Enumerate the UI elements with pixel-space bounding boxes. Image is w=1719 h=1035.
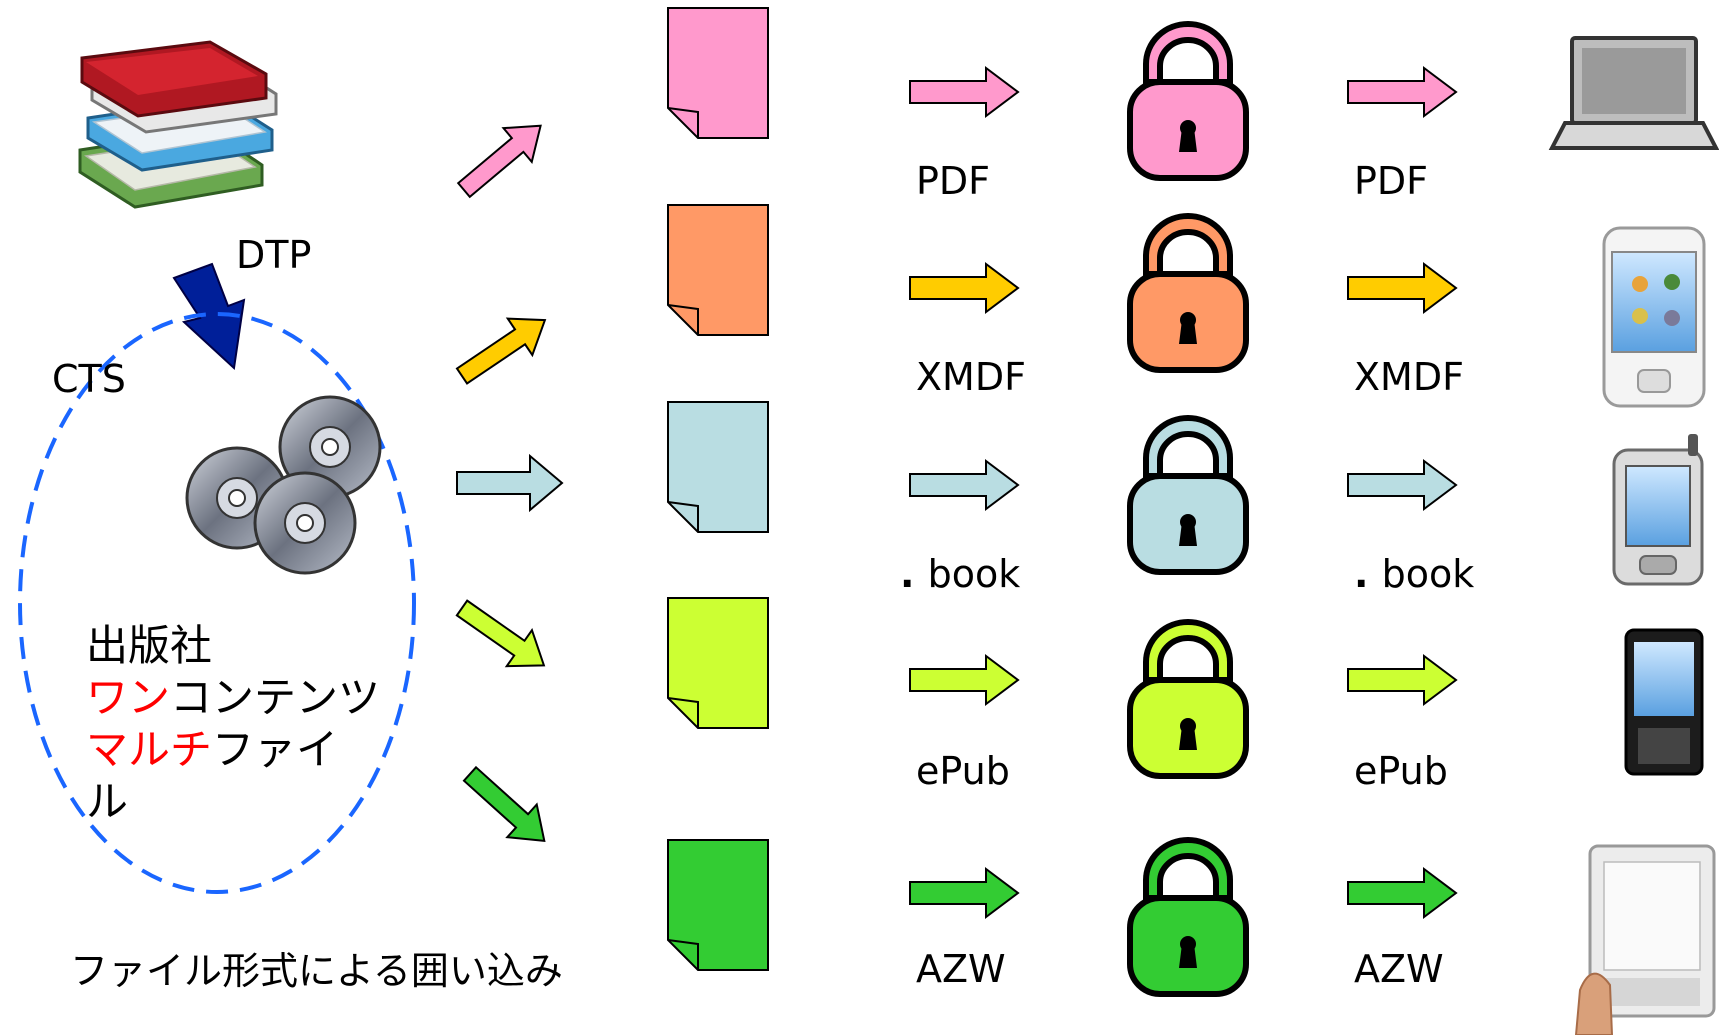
feature-phone-icon xyxy=(1624,628,1704,776)
format-label-right: ePub xyxy=(1354,752,1448,790)
format-name: book xyxy=(927,552,1021,596)
format-label-middle: . book xyxy=(900,555,1020,593)
format-rows xyxy=(667,7,1458,997)
one-content-emphasis: ワン xyxy=(86,673,171,722)
multi-file-emphasis: マルチ xyxy=(86,725,213,774)
format-name: ePub xyxy=(916,749,1010,793)
delivery-arrow xyxy=(1347,459,1458,511)
document-fold xyxy=(667,697,699,728)
format-row xyxy=(667,7,1458,181)
dtp-label: DTP xyxy=(236,233,312,277)
fanout-arrow-azw xyxy=(462,765,546,843)
conversion-arrow xyxy=(909,262,1020,314)
delivery-arrow xyxy=(1347,66,1458,118)
format-label-right: . book xyxy=(1354,555,1474,593)
book-stack-icon xyxy=(78,40,278,209)
disc-stack-icon xyxy=(185,395,382,575)
format-label-right: XMDF xyxy=(1354,358,1464,396)
format-name: AZW xyxy=(1354,947,1444,991)
conversion-arrow xyxy=(909,867,1020,919)
pda-icon xyxy=(1612,434,1704,586)
one-content-label: ワンコンテンツ xyxy=(86,672,380,723)
document-icon xyxy=(667,204,769,336)
format-name: AZW xyxy=(916,947,1006,991)
multi-file-label: マルチファイ xyxy=(86,724,338,775)
one-content-rest: コンテンツ xyxy=(170,673,381,722)
format-label-middle: ePub xyxy=(916,752,1010,790)
format-name: PDF xyxy=(1354,159,1429,203)
format-label-right: PDF xyxy=(1354,162,1428,200)
format-prefix: . xyxy=(900,552,928,596)
publisher-label: 出版社 xyxy=(86,621,213,670)
fanout-arrow-xmdf xyxy=(455,317,547,385)
fanout-arrow-book xyxy=(456,453,564,513)
format-label-middle: PDF xyxy=(916,162,990,200)
dtp-arrow xyxy=(172,262,246,371)
format-row xyxy=(667,204,1458,373)
conversion-arrow xyxy=(909,654,1020,706)
document-fold xyxy=(667,304,699,335)
lock-icon xyxy=(1127,213,1249,373)
format-label-middle: AZW xyxy=(916,950,1006,988)
format-name: XMDF xyxy=(916,355,1026,399)
format-row xyxy=(667,597,1458,779)
delivery-arrow xyxy=(1347,867,1458,919)
ebook-reader-icon xyxy=(1574,844,1716,1035)
laptop-icon xyxy=(1548,36,1719,150)
lock-icon xyxy=(1127,415,1249,575)
lock-icon xyxy=(1127,21,1249,181)
cts-label: CTS xyxy=(52,357,126,401)
document-icon xyxy=(667,597,769,729)
document-fold xyxy=(667,501,699,532)
format-name: PDF xyxy=(916,159,991,203)
lock-in-caption: ファイル形式による囲い込み xyxy=(70,949,563,993)
conversion-arrow xyxy=(909,66,1020,118)
lock-icon xyxy=(1127,619,1249,779)
delivery-arrow xyxy=(1347,262,1458,314)
multi-file-wrap: ル xyxy=(86,777,129,826)
delivery-arrow xyxy=(1347,654,1458,706)
format-prefix: . xyxy=(1354,552,1382,596)
document-icon xyxy=(667,401,769,533)
conversion-arrow xyxy=(909,459,1020,511)
lock-icon xyxy=(1127,837,1249,997)
format-label-right: AZW xyxy=(1354,950,1444,988)
format-name: ePub xyxy=(1354,749,1448,793)
document-icon xyxy=(667,839,769,971)
format-row xyxy=(667,837,1458,997)
document-fold xyxy=(667,107,699,138)
document-fold xyxy=(667,939,699,970)
fanout-arrow-epub xyxy=(455,599,546,668)
fanout-arrows xyxy=(455,124,564,843)
multi-file-rest: ファイ xyxy=(212,725,339,774)
format-label-middle: XMDF xyxy=(916,358,1026,396)
document-icon xyxy=(667,7,769,139)
format-name: book xyxy=(1381,552,1475,596)
publisher-boundary xyxy=(18,312,416,894)
fanout-arrow-pdf xyxy=(456,124,542,199)
format-name: XMDF xyxy=(1354,355,1464,399)
format-row xyxy=(667,401,1458,575)
smartphone-icon xyxy=(1602,226,1706,408)
